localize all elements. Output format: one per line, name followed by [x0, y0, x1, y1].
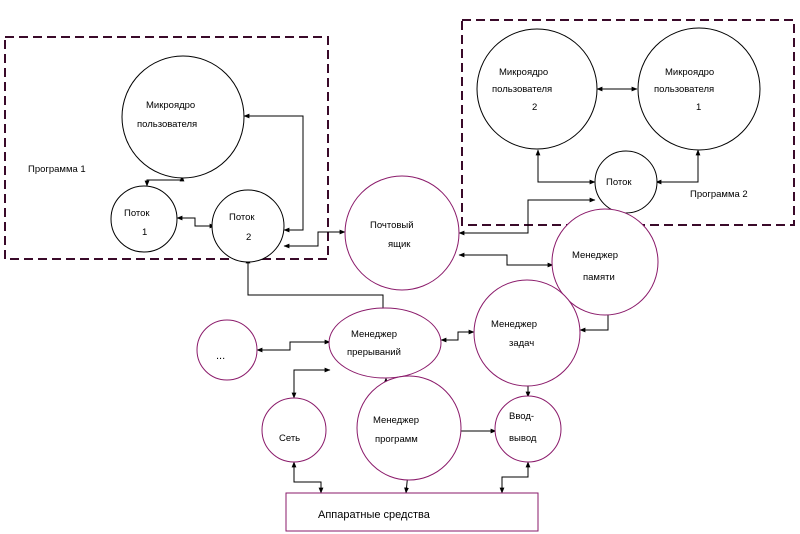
node-thread-p2: Поток	[594, 150, 658, 214]
svg-text:1: 1	[142, 227, 147, 238]
node-ellipsis: ...	[196, 319, 258, 381]
edge-thread2-mailbox	[283, 229, 346, 249]
node-thread1: Поток 1	[110, 185, 178, 253]
edge-interrupt-thread2	[245, 257, 384, 310]
edge-thread1-thread2	[176, 215, 216, 229]
node-microkernel2b: Микроядро пользователя 1	[637, 27, 761, 151]
edge-threadp2-microkernel2b	[655, 149, 701, 185]
svg-text:задач: задач	[509, 338, 534, 349]
svg-text:Менеджер: Менеджер	[373, 415, 419, 426]
svg-text:2: 2	[532, 102, 537, 113]
program2-label: Программа 2	[690, 189, 748, 200]
node-microkernel1: Микроядро пользователя	[121, 55, 245, 179]
svg-text:...: ...	[216, 350, 225, 362]
program1-label: Программа 1	[28, 164, 86, 175]
svg-text:Аппаратные средства: Аппаратные средства	[318, 509, 431, 521]
node-interrupt-manager: Менеджер прерываний	[328, 307, 442, 379]
edge-interrupt-task	[440, 329, 475, 343]
node-program-manager: Менеджер программ	[356, 375, 462, 481]
svg-text:Микроядро: Микроядро	[146, 100, 195, 111]
node-network: Сеть	[261, 397, 327, 463]
edge-interrupt-network	[291, 367, 331, 399]
node-task-manager: Менеджер задач	[473, 279, 581, 387]
edge-interrupt-ellipsis	[256, 339, 331, 353]
svg-text:Поток: Поток	[229, 212, 255, 223]
svg-text:ящик: ящик	[388, 239, 411, 250]
edge-threadp2-microkernel2a	[535, 149, 596, 185]
svg-text:вывод: вывод	[509, 433, 537, 444]
node-memory-manager: Менеджер памяти	[551, 208, 659, 316]
svg-text:Сеть: Сеть	[279, 433, 300, 444]
svg-text:программ: программ	[375, 434, 418, 445]
node-io: Ввод- вывод	[494, 395, 562, 463]
edge-mailbox-memory	[458, 252, 554, 268]
edge-mailbox-threadp2	[458, 197, 596, 236]
svg-text:Почтовый: Почтовый	[370, 220, 414, 231]
svg-text:Менеджер: Менеджер	[572, 250, 618, 261]
svg-text:Поток: Поток	[124, 208, 150, 219]
node-mailbox: Почтовый ящик	[344, 175, 460, 291]
svg-text:Поток: Поток	[606, 177, 632, 188]
svg-text:1: 1	[696, 102, 701, 113]
program1-group: Программа 1	[4, 36, 329, 260]
svg-text:пользователя: пользователя	[654, 84, 714, 95]
svg-text:Микроядро: Микроядро	[665, 67, 714, 78]
svg-text:пользователя: пользователя	[137, 119, 197, 130]
node-hardware: Аппаратные средства	[285, 492, 539, 532]
svg-text:Менеджер: Менеджер	[351, 329, 397, 340]
svg-text:прерываний: прерываний	[347, 347, 401, 358]
node-microkernel2a: Микроядро пользователя 2	[476, 28, 598, 150]
svg-text:2: 2	[246, 232, 251, 243]
node-thread2: Поток 2	[211, 189, 285, 263]
svg-text:Микроядро: Микроядро	[499, 67, 548, 78]
svg-text:Менеджер: Менеджер	[491, 319, 537, 330]
svg-text:пользователя: пользователя	[492, 84, 552, 95]
svg-text:памяти: памяти	[583, 272, 615, 283]
edge-io-hardware	[499, 461, 531, 494]
edge-network-hardware	[291, 461, 324, 494]
svg-text:Ввод-: Ввод-	[509, 411, 534, 422]
